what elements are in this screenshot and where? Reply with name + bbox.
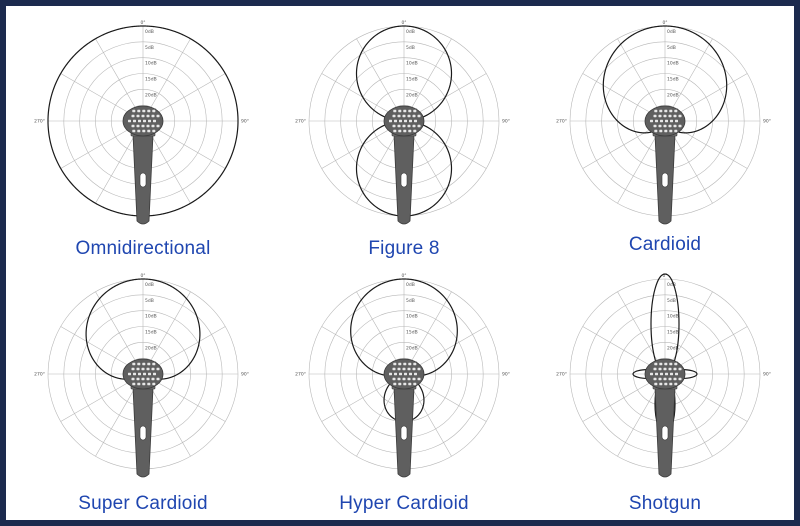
- grille-mesh: [128, 109, 160, 133]
- angle-label-left: 270°: [34, 119, 45, 125]
- angle-label-right: 90°: [502, 119, 510, 125]
- ring-label: 15dB: [145, 330, 157, 336]
- microphone-switch: [139, 425, 147, 441]
- ring-label: 0dB: [406, 282, 415, 288]
- microphone-icon: [383, 105, 425, 225]
- caption-super-cardioid: Super Cardioid: [78, 493, 208, 514]
- angle-label-right: 90°: [763, 119, 771, 125]
- angle-label-top: 0°: [140, 20, 145, 26]
- polar-plot-shotgun: 0dB5dB10dB15dB20dB25dB0°180°270°90°: [556, 273, 771, 478]
- grille-mesh: [128, 362, 160, 386]
- microphone-icon: [122, 358, 164, 478]
- ring-label: 5dB: [145, 45, 154, 51]
- polar-plot-omnidirectional: 0dB5dB10dB15dB20dB25dB0°180°270°90°: [34, 20, 249, 225]
- microphone-switch: [661, 172, 669, 188]
- ring-label: 15dB: [667, 77, 679, 83]
- microphone-icon: [644, 105, 686, 225]
- ring-label: 10dB: [406, 61, 418, 67]
- ring-label: 5dB: [667, 45, 676, 51]
- polar-plot-super-cardioid: 0dB5dB10dB15dB20dB25dB0°180°270°90°: [34, 273, 249, 478]
- ring-label: 0dB: [145, 29, 154, 35]
- ring-label: 0dB: [406, 29, 415, 35]
- grille-mesh: [650, 362, 682, 386]
- ring-label: 20dB: [667, 345, 679, 351]
- pattern-super-cardioid: 0dB5dB10dB15dB20dB25dB0°180°270°90° Supe…: [18, 259, 268, 516]
- angle-label-right: 90°: [502, 372, 510, 378]
- angle-label-right: 90°: [241, 372, 249, 378]
- polar-plot-hyper-cardioid: 0dB5dB10dB15dB20dB25dB0°180°270°90°: [295, 273, 510, 478]
- ring-label: 0dB: [145, 282, 154, 288]
- ring-label: 0dB: [667, 29, 676, 35]
- angle-label-top: 0°: [662, 20, 667, 26]
- pattern-figure-8: 0dB5dB10dB15dB20dB25dB0°180°270°90° Figu…: [279, 6, 529, 263]
- polar-plot-cardioid: 0dB5dB10dB15dB20dB25dB0°180°270°90°: [556, 20, 771, 225]
- ring-label: 10dB: [145, 314, 157, 320]
- angle-label-top: 0°: [662, 273, 667, 279]
- pattern-shotgun: 0dB5dB10dB15dB20dB25dB0°180°270°90° Shot…: [540, 259, 790, 516]
- pattern-hyper-cardioid: 0dB5dB10dB15dB20dB25dB0°180°270°90° Hype…: [279, 259, 529, 516]
- ring-label: 5dB: [406, 45, 415, 51]
- microphone-switch: [139, 172, 147, 188]
- microphone-switch: [400, 425, 408, 441]
- ring-label: 15dB: [406, 330, 418, 336]
- ring-label: 5dB: [667, 298, 676, 304]
- ring-label: 5dB: [145, 298, 154, 304]
- ring-label: 15dB: [145, 77, 157, 83]
- caption-shotgun: Shotgun: [628, 493, 702, 514]
- pattern-omnidirectional: 0dB5dB10dB15dB20dB25dB0°180°270°90° Omni…: [18, 6, 268, 263]
- microphone-icon: [122, 105, 164, 225]
- angle-label-right: 90°: [241, 119, 249, 125]
- ring-label: 15dB: [406, 77, 418, 83]
- grille-mesh: [389, 362, 421, 386]
- diagram-panel: 0dB5dB10dB15dB20dB25dB0°180°270°90° Omni…: [6, 6, 794, 520]
- pattern-cardioid: 0dB5dB10dB15dB20dB25dB0°180°270°90° Card…: [540, 6, 790, 263]
- caption-hyper-cardioid: Hyper Cardioid: [339, 493, 469, 514]
- ring-label: 15dB: [667, 330, 679, 336]
- ring-label: 20dB: [406, 92, 418, 98]
- caption-cardioid: Cardioid: [628, 234, 702, 255]
- ring-label: 20dB: [667, 92, 679, 98]
- ring-label: 20dB: [406, 345, 418, 351]
- angle-label-left: 270°: [556, 119, 567, 125]
- ring-label: 10dB: [667, 61, 679, 67]
- polar-plot-figure-8: 0dB5dB10dB15dB20dB25dB0°180°270°90°: [295, 20, 510, 225]
- angle-label-left: 270°: [295, 372, 306, 378]
- angle-label-left: 270°: [295, 119, 306, 125]
- grille-mesh: [650, 109, 682, 133]
- angle-label-left: 270°: [556, 372, 567, 378]
- caption-figure-8: Figure 8: [368, 238, 440, 259]
- ring-label: 5dB: [406, 298, 415, 304]
- ring-label: 20dB: [145, 345, 157, 351]
- ring-label: 20dB: [145, 92, 157, 98]
- microphone-icon: [383, 358, 425, 478]
- ring-label: 10dB: [145, 61, 157, 67]
- angle-label-top: 0°: [401, 20, 406, 26]
- microphone-icon: [644, 358, 686, 478]
- grille-mesh: [389, 109, 421, 133]
- microphone-switch: [400, 172, 408, 188]
- caption-omnidirectional: Omnidirectional: [75, 238, 211, 259]
- angle-label-left: 270°: [34, 372, 45, 378]
- angle-label-right: 90°: [763, 372, 771, 378]
- ring-label: 10dB: [406, 314, 418, 320]
- angle-label-top: 0°: [140, 273, 145, 279]
- ring-label: 10dB: [667, 314, 679, 320]
- ring-label: 0dB: [667, 282, 676, 288]
- angle-label-top: 0°: [401, 273, 406, 279]
- microphone-switch: [661, 425, 669, 441]
